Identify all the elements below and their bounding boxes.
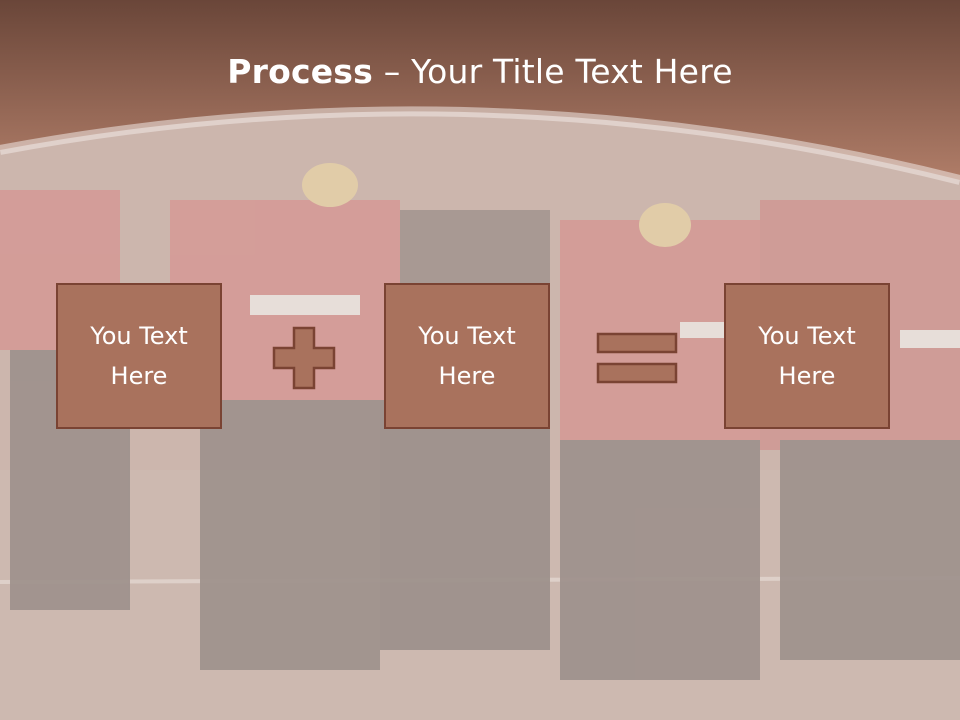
plus-icon xyxy=(272,326,336,390)
text-box-1-label: You Text Here xyxy=(90,322,188,390)
title-text: Your Title Text Here xyxy=(411,52,733,91)
title-bold: Process xyxy=(227,52,373,91)
equals-icon xyxy=(596,332,678,384)
text-box-1[interactable]: You Text Here xyxy=(56,283,222,429)
text-box-3[interactable]: You Text Here xyxy=(724,283,890,429)
text-box-2[interactable]: You Text Here xyxy=(384,283,550,429)
text-box-2-label: You Text Here xyxy=(418,322,516,390)
title-separator: – xyxy=(373,52,412,91)
text-box-3-label: You Text Here xyxy=(758,322,856,390)
page-title: Process – Your Title Text Here xyxy=(0,52,960,91)
